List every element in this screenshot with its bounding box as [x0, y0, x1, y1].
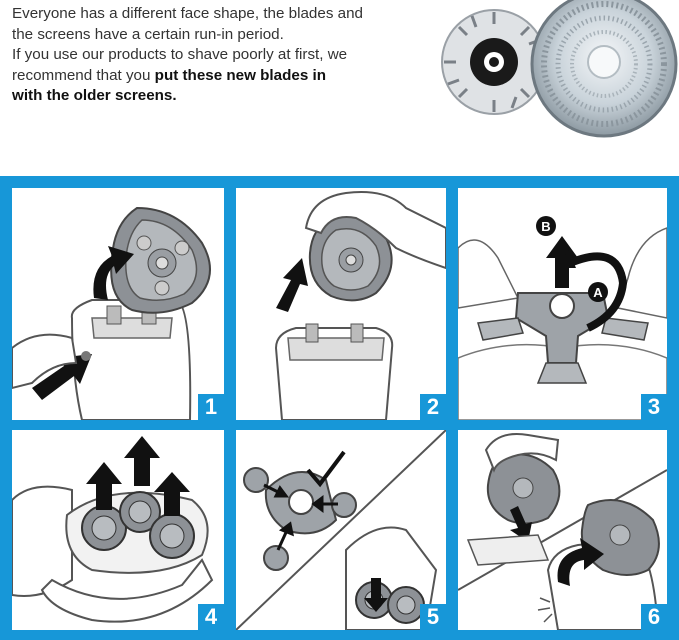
- step-3-number: 3: [641, 394, 667, 420]
- retaining-plate-icon: [243, 467, 357, 571]
- marker-a-label: A: [593, 285, 603, 300]
- intro-line-5: with the older screens.: [12, 86, 422, 107]
- insert-arrow-icon: [364, 578, 388, 612]
- cutter-icon: [81, 491, 195, 559]
- marker-b-label: B: [541, 219, 550, 234]
- step-1-number: 1: [198, 394, 224, 420]
- step-5-panel: 5: [236, 430, 446, 630]
- shaver-screen-icon: [530, 0, 678, 138]
- blade-screen-illustration: [441, 0, 678, 138]
- intro-text: Everyone has a different face shape, the…: [12, 4, 422, 107]
- insert-arrow-icon: [510, 506, 532, 542]
- shaving-head-icon: [486, 453, 561, 525]
- rotate-arrow-icon: [558, 250, 628, 332]
- divider-line: [458, 469, 667, 591]
- blade-and-screen-photo: [432, 0, 679, 140]
- step-4-panel: 4: [12, 430, 224, 630]
- push-button-arrow-icon: [32, 354, 92, 400]
- step-2-panel: 2: [236, 188, 446, 420]
- shaving-head-icon: [110, 206, 211, 314]
- intro-line-5-bold: with the older screens.: [12, 87, 177, 104]
- clean-arrows-icon: [263, 483, 338, 551]
- intro-line-1: Everyone has a different face shape, the…: [12, 5, 363, 22]
- intro-line-4-bold: put these new blades in: [154, 66, 326, 84]
- step-5-number: 5: [420, 604, 446, 630]
- lift-arrow-icon: [93, 246, 134, 300]
- step-6-panel: 6: [458, 430, 667, 630]
- step-4-number: 4: [198, 604, 224, 630]
- step-6-number: 6: [641, 604, 667, 630]
- lift-arrow-icon: [276, 258, 308, 312]
- marker-b-badge: [536, 216, 556, 236]
- intro-line-3: If you use our products to shave poorly …: [12, 46, 348, 63]
- shaving-head-icon: [308, 215, 393, 302]
- click-sound-icon: [537, 597, 553, 623]
- step-2-number: 2: [420, 394, 446, 420]
- intro-line-4: recommend that you put these new blades …: [12, 66, 422, 87]
- intro-line-2: the screens have a certain run-in period…: [12, 25, 284, 43]
- blade-icon: [441, 9, 547, 115]
- step-1-panel: 1: [12, 188, 224, 420]
- step-3-panel: B A 3: [458, 188, 667, 420]
- close-lid-arrow-icon: [557, 538, 604, 586]
- remove-cutters-arrows-icon: [86, 436, 190, 516]
- marker-a-badge: [588, 282, 608, 302]
- retaining-frame-icon: [477, 292, 649, 384]
- check-mark-icon: [306, 450, 346, 488]
- divider-line: [236, 430, 446, 630]
- intro-line-4-plain: recommend that you: [12, 66, 155, 84]
